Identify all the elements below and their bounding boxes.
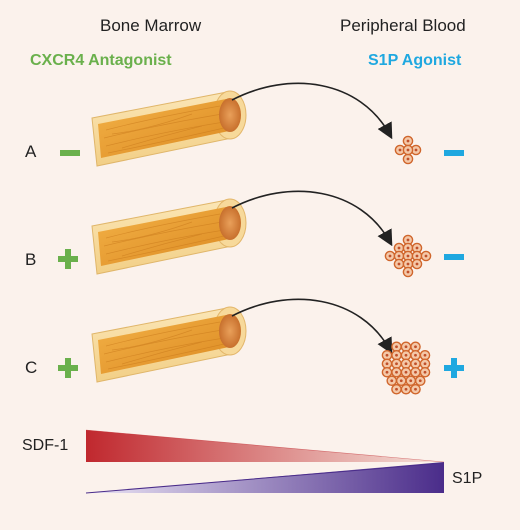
s1p-sign-b bbox=[444, 254, 464, 260]
cxcr4-antagonist-label: CXCR4 Antagonist bbox=[30, 52, 172, 69]
cell-cluster-a bbox=[394, 135, 422, 165]
cell-9 bbox=[393, 258, 405, 270]
cell-14 bbox=[391, 366, 402, 378]
cell-19 bbox=[395, 375, 407, 387]
s1p-agonist-label: S1P Agonist bbox=[368, 52, 462, 69]
arrow-b bbox=[231, 190, 393, 247]
cxcr4-sign-a bbox=[60, 150, 80, 156]
cell-13 bbox=[381, 366, 393, 378]
cell-17 bbox=[419, 366, 431, 378]
arrow-a bbox=[231, 82, 393, 140]
s1p-sign-a bbox=[444, 150, 464, 156]
arrow-c bbox=[231, 298, 393, 355]
row-a bbox=[60, 82, 464, 167]
sdf1-label: SDF-1 bbox=[22, 437, 69, 454]
row-label-a: A bbox=[25, 142, 37, 161]
bone-icon-b bbox=[91, 198, 247, 275]
cell-15 bbox=[400, 366, 412, 378]
cell-11 bbox=[411, 258, 423, 270]
cell-cluster-b bbox=[384, 234, 432, 278]
cell-12 bbox=[402, 266, 414, 278]
cell-3 bbox=[402, 153, 414, 165]
cell-0 bbox=[402, 135, 414, 147]
cell-16 bbox=[410, 366, 421, 378]
cell-8 bbox=[420, 250, 432, 262]
bone-icon-c bbox=[91, 306, 247, 383]
row-c bbox=[58, 298, 464, 395]
bone-marrow-header: Bone Marrow bbox=[100, 16, 202, 35]
row-b bbox=[58, 190, 464, 278]
peripheral-blood-header: Peripheral Blood bbox=[340, 16, 466, 35]
cell-22 bbox=[391, 383, 402, 395]
s1p-gradient-label: S1P bbox=[452, 470, 483, 487]
row-label-b: B bbox=[25, 250, 37, 269]
cell-4 bbox=[402, 144, 414, 156]
bone-icon-a bbox=[91, 90, 247, 167]
cell-21 bbox=[414, 375, 426, 387]
cell-24 bbox=[410, 383, 421, 395]
cell-18 bbox=[386, 375, 398, 387]
cell-4 bbox=[384, 250, 396, 262]
cell-23 bbox=[400, 383, 412, 395]
cell-20 bbox=[405, 375, 417, 387]
row-label-c: C bbox=[25, 358, 38, 377]
